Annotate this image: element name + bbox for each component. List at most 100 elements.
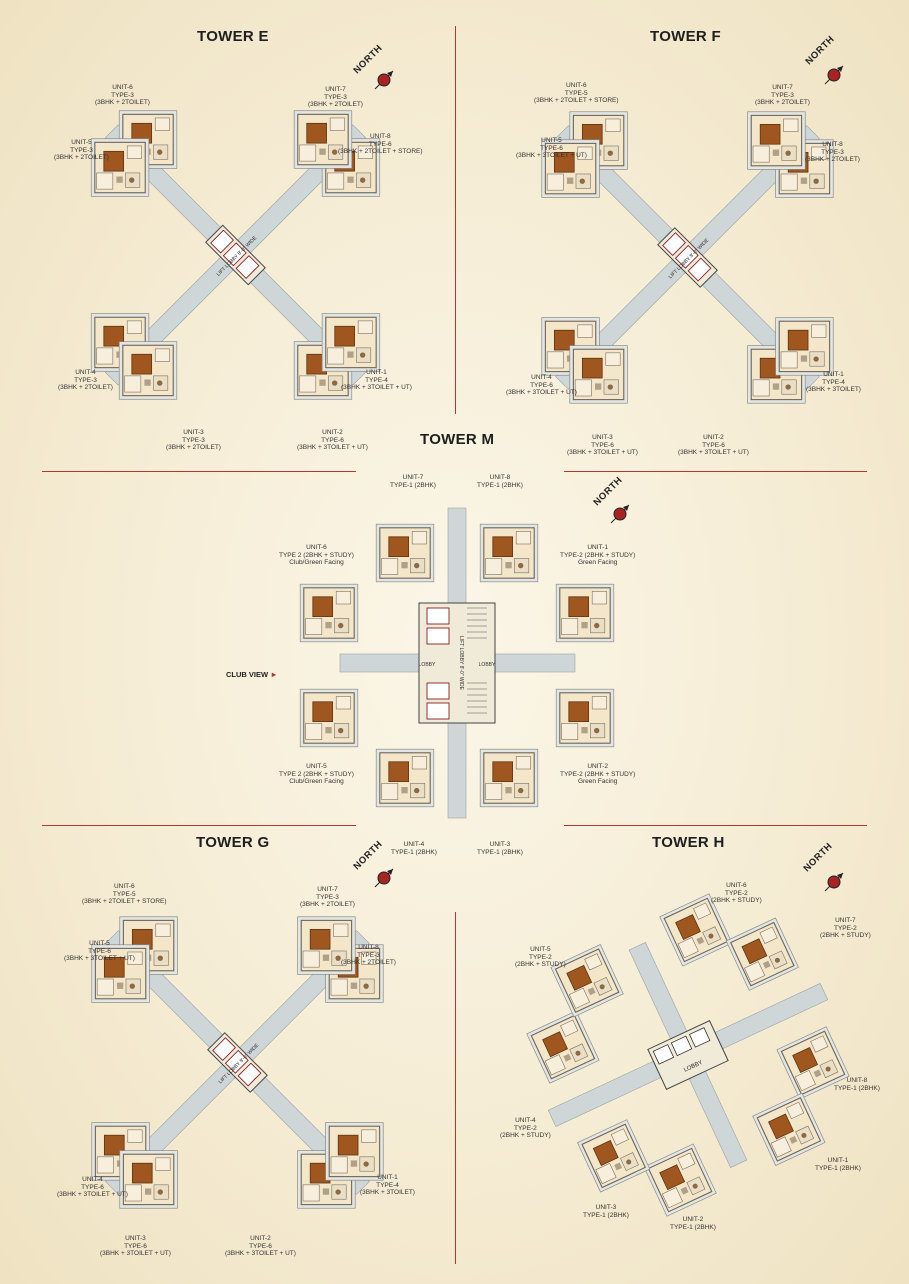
north-compass-h: NORTH [800,841,860,912]
bedroom [302,950,320,968]
furniture [322,954,330,961]
furniture [401,787,408,794]
lift-shaft [210,229,235,254]
tower-group: LIFT LOBBY 8'-0" WIDE [91,916,384,1209]
bedroom [327,172,345,190]
divider-right-lower [564,825,867,826]
furniture [800,355,808,362]
corridor-group: LIFT LOBBY 8'-0" WIDE [105,930,370,1195]
bedroom [124,1184,142,1202]
dining-table [335,1189,341,1195]
compass-icon [374,868,394,888]
bedroom [127,951,143,965]
furniture [401,562,408,569]
club-view-text: CLUB VIEW [226,670,269,679]
furniture [505,787,512,794]
tower-m-title: TOWER M [420,431,495,448]
bedroom [560,1019,579,1037]
master-bedroom [388,761,409,782]
bedroom [357,320,373,334]
master-bedroom [388,536,409,557]
furniture [347,176,354,183]
furniture [325,727,332,734]
bedroom [561,618,579,635]
master-bedroom [312,596,333,617]
dining-table [335,955,341,961]
master-bedroom [309,928,331,950]
bedroom [591,591,607,605]
master-bedroom [492,536,513,557]
apartment-unit [479,523,539,583]
bedroom [381,558,399,575]
master-bedroom [792,1047,819,1073]
dining-table [825,1066,831,1072]
apartment-unit [541,317,600,376]
bedroom [661,1187,683,1209]
master-bedroom [759,123,781,145]
lift-shaft [688,1027,711,1048]
dining-table [157,955,163,961]
master-bedroom [581,357,603,379]
lobby-label: LOBBY [419,662,436,668]
apartment-unit [293,110,353,169]
apartment-unit [297,916,356,975]
divider-left-lower [42,825,356,826]
dining-table [338,727,344,734]
apartment-unit [526,1010,600,1084]
apartment-unit [375,523,435,583]
apartment-unit [299,583,359,643]
apartment-unit [541,139,600,198]
corridor-group: LIFT LOBBY 8'-0" WIDE [104,124,367,386]
divider-top [455,26,456,414]
bedroom [574,379,592,397]
bedroom [783,118,799,132]
furniture [350,982,358,989]
divider-left-upper [42,471,356,472]
apartment-unit [643,1143,717,1217]
furniture [614,1162,623,1171]
dining-table [331,380,338,386]
bedroom [126,320,142,334]
arrow-right-icon: ► [270,670,278,679]
bedroom [124,375,142,393]
tower-h-floor-plan: LOBBY [526,893,850,1217]
master-bedroom [675,914,701,941]
bedroom [770,1136,792,1158]
dining-table [338,622,344,629]
bedroom [584,953,603,971]
bedroom [677,1152,696,1170]
bedroom [96,172,114,190]
master-bedroom [553,151,575,173]
compass-icon [610,504,630,524]
bedroom [577,324,593,338]
bedroom [411,531,427,545]
master-bedroom [131,1162,153,1184]
bedroom [610,1128,629,1146]
lift-shaft [687,257,712,282]
bedroom [744,961,766,983]
furniture [116,176,123,183]
lift-shaft [670,1035,693,1057]
bedroom [568,987,590,1009]
master-bedroom [131,353,153,375]
bedroom [96,347,114,365]
bedroom [411,756,427,770]
master-bedroom [568,701,589,722]
north-compass-f: NORTH [800,34,860,105]
bedroom [127,1129,143,1143]
